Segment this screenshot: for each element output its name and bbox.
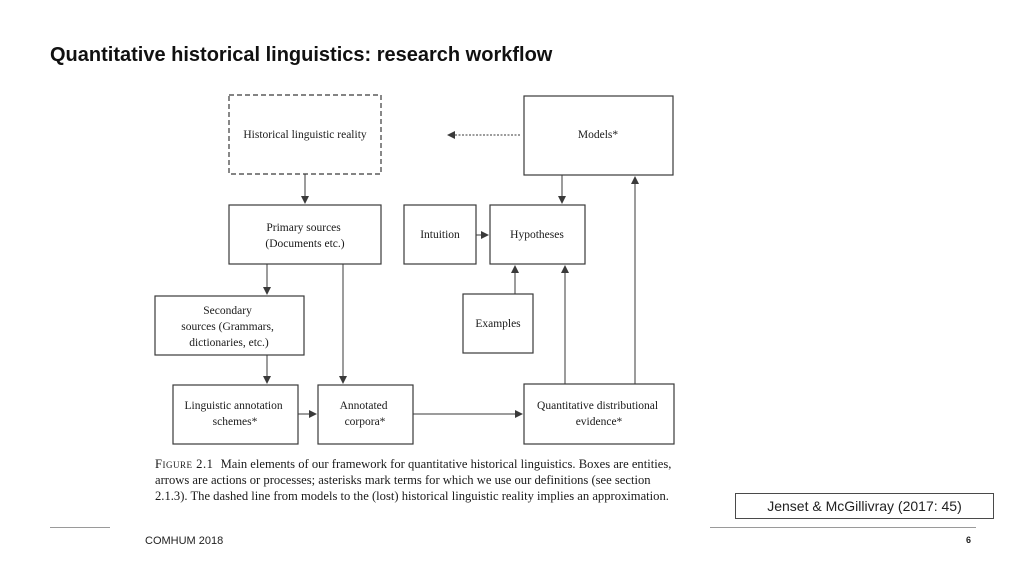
label-intuition: Intuition bbox=[420, 229, 460, 241]
label-examples: Examples bbox=[475, 318, 521, 330]
slide-title: Quantitative historical linguistics: res… bbox=[50, 44, 553, 66]
figure-caption: Figure 2.1 Main elements of our framewor… bbox=[155, 456, 683, 504]
label-historical-reality: Historical linguistic reality bbox=[243, 129, 367, 141]
label-annotation-schemes: Linguistic annotation schemes* bbox=[185, 400, 286, 428]
box-secondary-sources bbox=[154, 295, 305, 356]
figure-caption-text: Main elements of our framework for quant… bbox=[155, 457, 672, 503]
citation-box: Jenset & McGillivray (2017: 45) bbox=[735, 493, 994, 519]
box-annotation-schemes bbox=[172, 384, 299, 445]
label-hypotheses: Hypotheses bbox=[510, 229, 564, 241]
label-secondary-sources: Secondary sources (Grammars, dictionarie… bbox=[181, 305, 276, 349]
figure-label: Figure 2.1 bbox=[155, 457, 214, 471]
box-hypotheses bbox=[489, 204, 586, 265]
label-annotated-corpora: Annotated corpora* bbox=[340, 400, 391, 428]
label-quantitative-evidence: Quantitative distributional evidence* bbox=[537, 400, 661, 428]
box-examples bbox=[462, 293, 534, 354]
label-primary-sources: Primary sources (Documents etc.) bbox=[265, 222, 344, 250]
label-models: Models* bbox=[578, 129, 619, 141]
box-primary-sources bbox=[228, 204, 382, 265]
footer-label: COMHUM 2018 bbox=[145, 535, 224, 547]
box-models bbox=[523, 95, 674, 176]
footer-divider-left bbox=[50, 527, 110, 528]
page-number: 6 bbox=[966, 535, 972, 545]
box-quantitative-evidence bbox=[523, 383, 675, 445]
footer-divider-right bbox=[710, 527, 976, 528]
box-annotated-corpora bbox=[317, 384, 414, 445]
